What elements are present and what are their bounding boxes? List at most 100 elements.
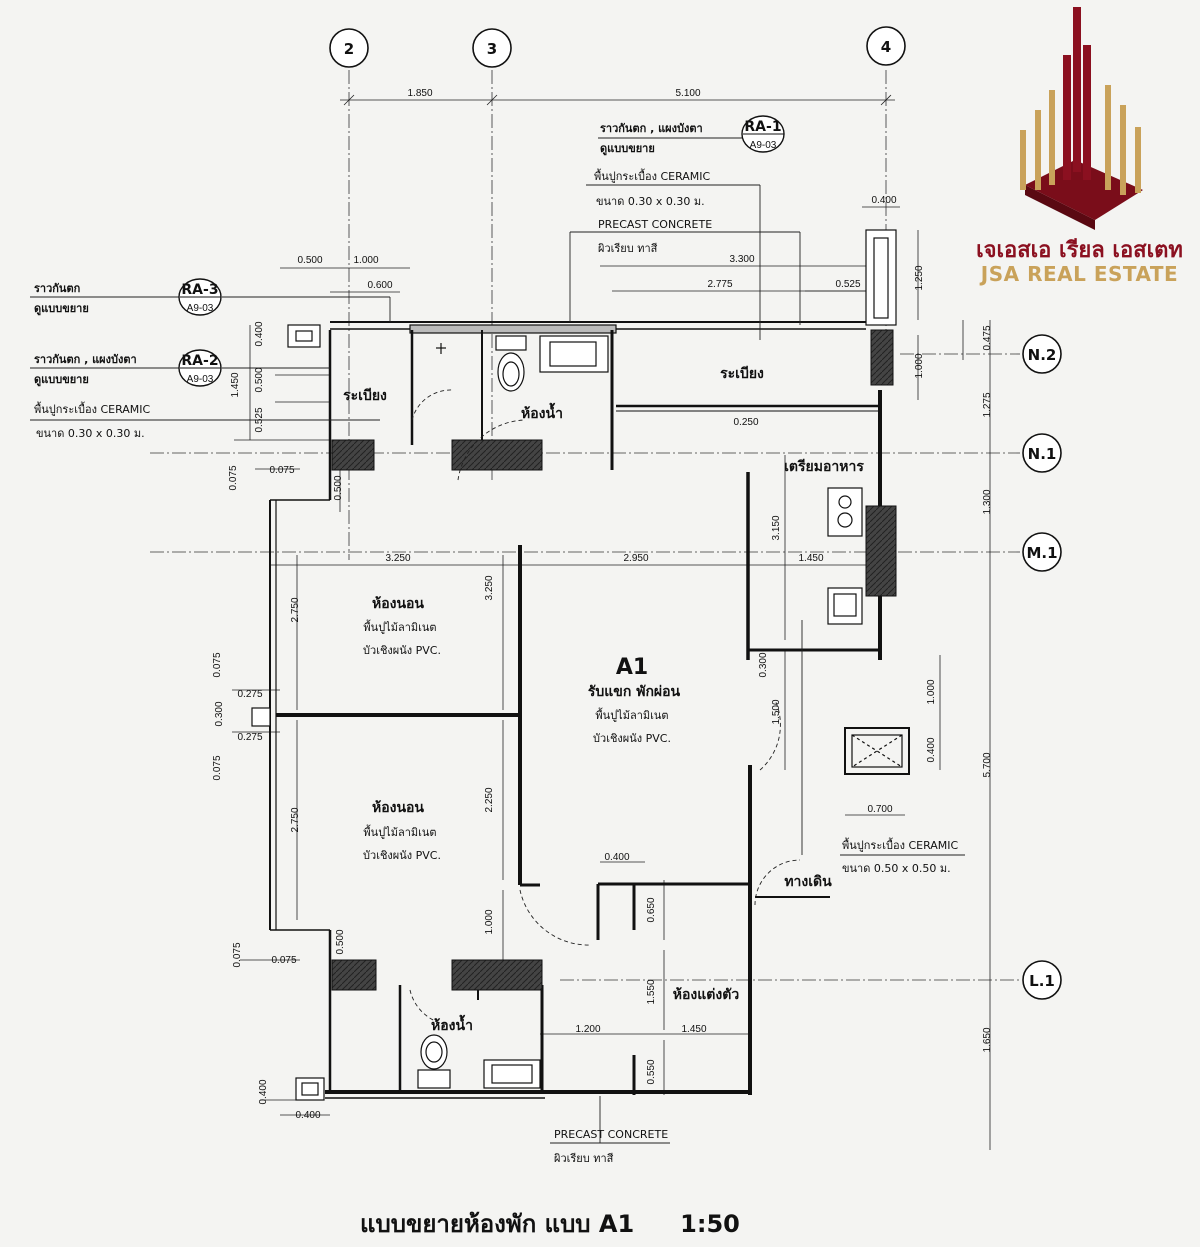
brand-name-thai: เจเอสเอ เรียล เอสเตท xyxy=(976,238,1183,263)
callout-ra3-line2: ดูแบบขยาย xyxy=(34,302,89,316)
dim-0500-b: 0.500 xyxy=(335,929,346,954)
dim-2250: 2.250 xyxy=(484,787,495,812)
dim-1650: 1.650 xyxy=(982,1027,993,1052)
dim-0400-bl: 0.400 xyxy=(258,1079,269,1104)
dim-0700: 0.700 xyxy=(867,804,892,815)
callout-ra2-tag: RA-2 xyxy=(181,353,218,369)
axis-label-l1: L.1 xyxy=(1029,972,1055,990)
dim-0400-k: 0.400 xyxy=(926,737,937,762)
room-bathroom-bottom: ห้องน้ำ xyxy=(431,1014,473,1034)
callout-ra2-line1: ราวกันตก , แผงบังตา xyxy=(34,353,137,366)
room-walkway: ทางเดิน xyxy=(784,874,832,890)
dim-1000-k: 1.000 xyxy=(926,679,937,704)
dim-1200: 1.200 xyxy=(575,1024,600,1035)
dim-1000-a: 1.000 xyxy=(353,255,378,266)
callout-ra3: RA-3 A9-03 ราวกันตก ดูแบบขยาย xyxy=(34,278,222,316)
dim-1450-l: 1.450 xyxy=(230,372,241,397)
drawing-title-text: แบบขยายห้องพัก แบบ A1 xyxy=(360,1210,635,1238)
callout-ra3-line1: ราวกันตก xyxy=(34,282,81,295)
grid-axis-2: 2 xyxy=(329,28,369,68)
dim-0075-e: 0.075 xyxy=(232,942,243,967)
callout-ra2-line2: ดูแบบขยาย xyxy=(34,373,89,387)
dim-0500-l: 0.500 xyxy=(254,367,265,392)
room-balcony-right: ระเบียง xyxy=(720,366,764,382)
room-labels: ระเบียง ระเบียง ห้องน้ำ เตรียมอาหาร ห้อง… xyxy=(343,366,864,1034)
walkway-floor-line2: ขนาด 0.50 x 0.50 ม. xyxy=(842,862,951,875)
room-balcony-left: ระเบียง xyxy=(343,388,387,404)
axis-label-m1: M.1 xyxy=(1026,544,1057,562)
dim-5100: 5.100 xyxy=(675,88,700,99)
dim-0275-a: 0.275 xyxy=(237,689,262,700)
bedroom-1-floor: พื้นปูไม้ลามิเนต xyxy=(363,619,436,634)
callout-ra3-ref: A9-03 xyxy=(187,303,214,314)
room-kitchen: เตรียมอาหาร xyxy=(784,459,864,475)
dim-1300: 1.300 xyxy=(982,489,993,514)
callout-ra2-ref: A9-03 xyxy=(187,374,214,385)
dim-0075-a: 0.075 xyxy=(228,465,239,490)
dim-0075-b: 0.075 xyxy=(269,465,294,476)
dim-0600: 0.600 xyxy=(367,280,392,291)
callout-ra1-line1: ราวกันตก , แผงบังตา xyxy=(600,122,703,135)
dim-3300: 3.300 xyxy=(729,254,754,265)
callout-ra2-line4: ขนาด 0.30 x 0.30 ม. xyxy=(36,427,145,440)
dim-0300: 0.300 xyxy=(214,701,225,726)
dim-1000-r: 1.000 xyxy=(914,353,925,378)
dim-1450-b: 1.450 xyxy=(681,1024,706,1035)
axis-label-3: 3 xyxy=(487,40,497,58)
axis-label-n1: N.1 xyxy=(1028,445,1057,463)
dim-1275: 1.275 xyxy=(982,392,993,417)
columns xyxy=(331,329,897,991)
dim-0075-c: 0.075 xyxy=(212,652,223,677)
room-bedroom-1: ห้องนอน xyxy=(372,596,424,612)
axis-label-4: 4 xyxy=(881,38,891,56)
bottom-precast-line1: PRECAST CONCRETE xyxy=(554,1128,668,1141)
callout-ra1-line5: PRECAST CONCRETE xyxy=(598,218,712,231)
dim-0475: 0.475 xyxy=(982,325,993,350)
dimension-labels: 1.850 5.100 0.400 0.500 1.000 0.600 3.30… xyxy=(212,88,993,1121)
dim-0400-l: 0.400 xyxy=(254,321,265,346)
dim-3250-v: 3.250 xyxy=(484,575,495,600)
dim-0500: 0.500 xyxy=(297,255,322,266)
dim-0500-c: 0.500 xyxy=(333,475,344,500)
dim-0400-bb: 0.400 xyxy=(295,1110,320,1121)
callout-ra2-line3: พื้นปูกระเบื้อง CERAMIC xyxy=(34,401,151,416)
living-floor: พื้นปูไม้ลามิเนต xyxy=(595,707,668,722)
grid-axis-4: 4 xyxy=(866,26,906,66)
bedroom-2-floor: พื้นปูไม้ลามิเนต xyxy=(363,824,436,839)
callout-ra3-tag: RA-3 xyxy=(181,282,218,298)
callout-walkway-floor: พื้นปูกระเบื้อง CERAMIC ขนาด 0.50 x 0.50… xyxy=(842,837,959,875)
dim-0650: 0.650 xyxy=(646,897,657,922)
dim-5700: 5.700 xyxy=(982,752,993,777)
dim-3250-m: 3.250 xyxy=(385,553,410,564)
dim-1250: 1.250 xyxy=(914,265,925,290)
axis-label-2: 2 xyxy=(344,40,354,58)
bedroom-2-skirting: บัวเชิงผนัง PVC. xyxy=(363,849,441,862)
room-living: รับแขก พักผ่อน xyxy=(588,684,681,700)
dim-2775: 2.775 xyxy=(707,279,732,290)
dim-0525-r: 0.525 xyxy=(835,279,860,290)
bottom-precast-line2: ผิวเรียบ ทาสี xyxy=(553,1152,613,1165)
room-bathroom-top: ห้องน้ำ xyxy=(521,402,563,422)
room-bedroom-2: ห้องนอน xyxy=(372,800,424,816)
dimension-lines xyxy=(232,94,991,1150)
dim-1450-m: 1.450 xyxy=(798,553,823,564)
dim-0075-d: 0.075 xyxy=(212,755,223,780)
dim-0400-d: 0.400 xyxy=(604,852,629,863)
dim-0075-f: 0.075 xyxy=(271,955,296,966)
fixtures xyxy=(251,229,910,1101)
callout-ra1-line2: ดูแบบขยาย xyxy=(600,142,655,156)
callout-ra1-line6: ผิวเรียบ ทาสี xyxy=(597,242,657,255)
callout-ra1: RA-1 A9-03 ราวกันตก , แผงบังตา ดูแบบขยาย… xyxy=(594,115,785,255)
dim-0250: 0.250 xyxy=(733,417,758,428)
walkway-floor-line1: พื้นปูกระเบื้อง CERAMIC xyxy=(842,837,959,852)
dim-2750-a: 2.750 xyxy=(290,597,301,622)
dim-3150: 3.150 xyxy=(771,515,782,540)
door-swings xyxy=(409,389,801,1026)
grid-axis-m1: M.1 xyxy=(1022,532,1062,572)
unit-label: A1 xyxy=(616,655,648,680)
callout-bottom-precast: PRECAST CONCRETE ผิวเรียบ ทาสี xyxy=(553,1128,668,1165)
dim-2950: 2.950 xyxy=(623,553,648,564)
grid-axis-l1: L.1 xyxy=(1022,960,1062,1000)
